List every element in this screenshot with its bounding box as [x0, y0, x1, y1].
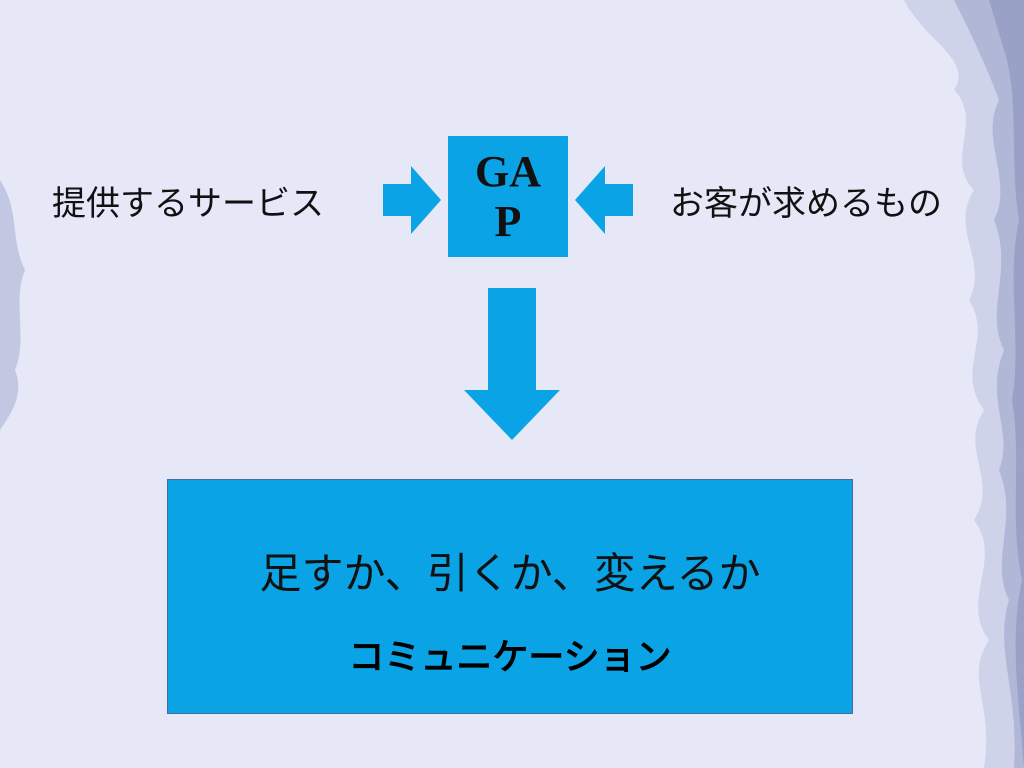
arrow-down-icon	[464, 288, 560, 440]
arrow-left-icon	[575, 166, 633, 234]
result-line-communication: コミュニケーション	[348, 637, 672, 678]
provided-service-label: 提供するサービス	[52, 184, 324, 224]
gap-label: GAP	[475, 146, 541, 246]
decorative-texture-left	[0, 180, 25, 430]
gap-box: GAP	[448, 136, 568, 257]
customer-wants-label: お客が求めるもの	[670, 184, 942, 224]
result-line-actions: 足すか、引くか、変えるか	[259, 549, 761, 598]
decorative-texture	[904, 0, 1024, 768]
result-box: 足すか、引くか、変えるか コミュニケーション	[167, 479, 853, 714]
arrow-right-icon	[383, 166, 441, 234]
